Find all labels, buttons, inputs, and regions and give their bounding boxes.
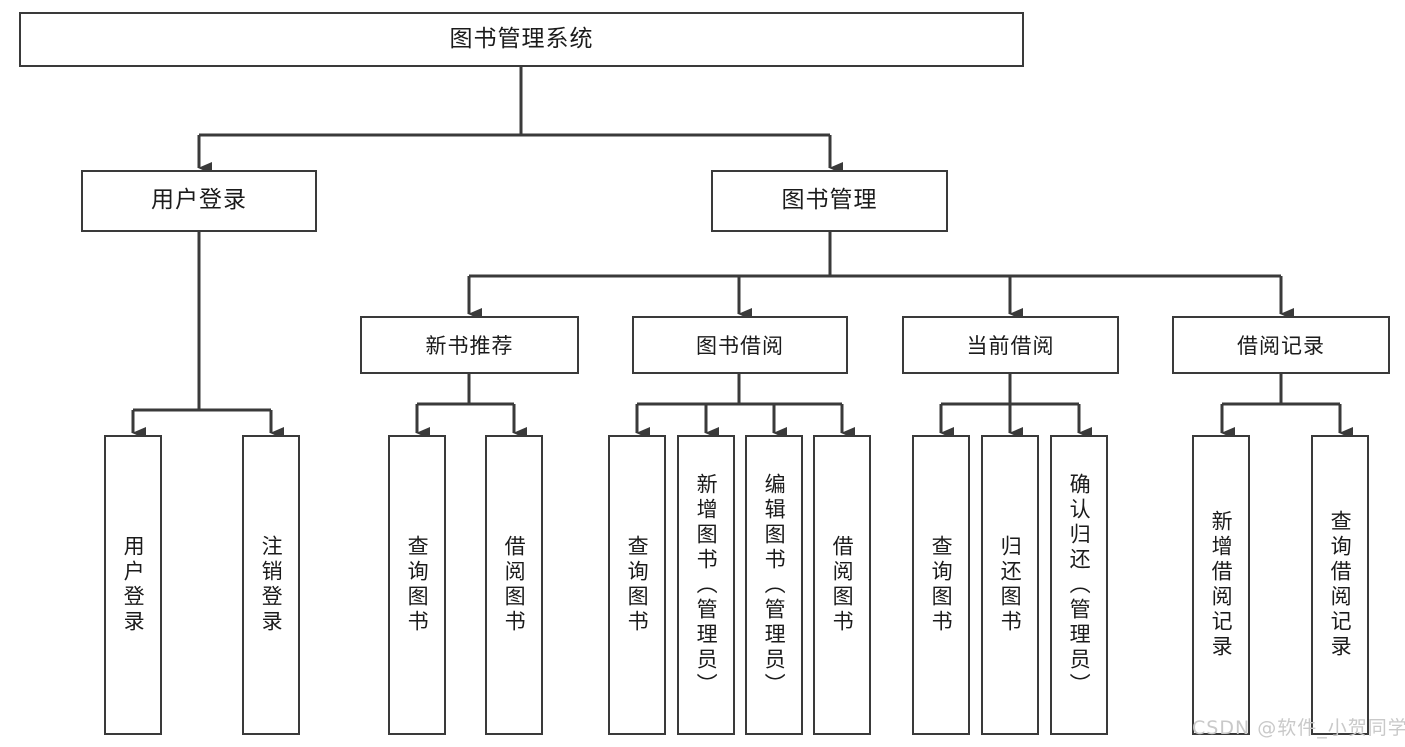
node-label: 新书推荐 (425, 334, 514, 358)
node-label: 确认归还（管理员） (1067, 472, 1092, 698)
node-label: 归还图书 (998, 535, 1023, 635)
leaf-new-book-borrow-book[interactable]: 借阅图书 (485, 435, 543, 735)
node-label: 编辑图书（管理员） (762, 472, 787, 698)
node-label: 查询借阅记录 (1328, 510, 1353, 660)
leaf-book-borrow-borrow-book[interactable]: 借阅图书 (813, 435, 871, 735)
node-label: 新增借阅记录 (1209, 510, 1234, 660)
leaf-user-login-login[interactable]: 用户登录 (104, 435, 162, 735)
node-book-management[interactable]: 图书管理 (711, 170, 948, 232)
node-current-borrow[interactable]: 当前借阅 (902, 316, 1119, 374)
node-borrow-record[interactable]: 借阅记录 (1172, 316, 1390, 374)
node-label: 图书借阅 (696, 334, 784, 358)
node-new-book-recommend[interactable]: 新书推荐 (360, 316, 579, 374)
node-label: 查询图书 (405, 535, 430, 635)
node-label: 新增图书（管理员） (694, 472, 719, 698)
node-label: 借阅图书 (502, 535, 527, 635)
node-user-login[interactable]: 用户登录 (81, 170, 317, 232)
leaf-borrow-record-query-record[interactable]: 查询借阅记录 (1311, 435, 1369, 735)
leaf-current-borrow-return-book[interactable]: 归还图书 (981, 435, 1039, 735)
node-label: 图书管理系统 (449, 25, 594, 52)
leaf-new-book-query-book[interactable]: 查询图书 (388, 435, 446, 735)
leaf-user-login-logout[interactable]: 注销登录 (242, 435, 300, 735)
leaf-book-borrow-add-book-admin[interactable]: 新增图书（管理员） (677, 435, 735, 735)
leaf-current-borrow-query-book[interactable]: 查询图书 (912, 435, 970, 735)
node-book-borrow[interactable]: 图书借阅 (632, 316, 848, 374)
leaf-borrow-record-add-record[interactable]: 新增借阅记录 (1192, 435, 1250, 735)
leaf-current-borrow-confirm-return-admin[interactable]: 确认归还（管理员） (1050, 435, 1108, 735)
leaf-book-borrow-edit-book-admin[interactable]: 编辑图书（管理员） (745, 435, 803, 735)
node-label: 用户登录 (151, 187, 247, 214)
node-root-book-management-system[interactable]: 图书管理系统 (19, 12, 1024, 67)
node-label: 当前借阅 (966, 334, 1055, 358)
node-label: 查询图书 (625, 535, 650, 635)
node-label: 借阅记录 (1237, 334, 1325, 358)
node-label: 图书管理 (781, 187, 878, 214)
leaf-book-borrow-query-book[interactable]: 查询图书 (608, 435, 666, 735)
node-label: 注销登录 (259, 535, 284, 635)
node-label: 查询图书 (929, 535, 954, 635)
node-label: 借阅图书 (830, 535, 855, 635)
node-label: 用户登录 (121, 535, 146, 635)
